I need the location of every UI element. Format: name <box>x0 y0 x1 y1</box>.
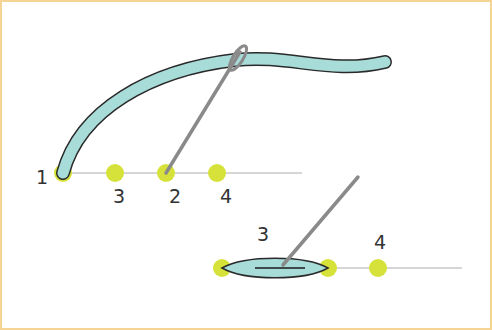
callout-number: 4 <box>374 233 386 252</box>
callout-number: 3 <box>113 187 125 206</box>
stitch-hole-line <box>255 267 305 268</box>
needle <box>283 177 358 265</box>
callout-number: 1 <box>36 168 48 187</box>
callout-number: 2 <box>169 187 181 206</box>
finished-stitch <box>222 258 328 278</box>
stitch-dot <box>106 164 124 182</box>
needle-eye <box>226 43 249 72</box>
stitch-dot <box>369 259 387 277</box>
stitch-dot <box>208 164 226 182</box>
guide-line <box>63 172 302 174</box>
guide-line <box>222 267 462 269</box>
callout-number: 3 <box>257 225 269 244</box>
callout-number: 4 <box>220 187 232 206</box>
